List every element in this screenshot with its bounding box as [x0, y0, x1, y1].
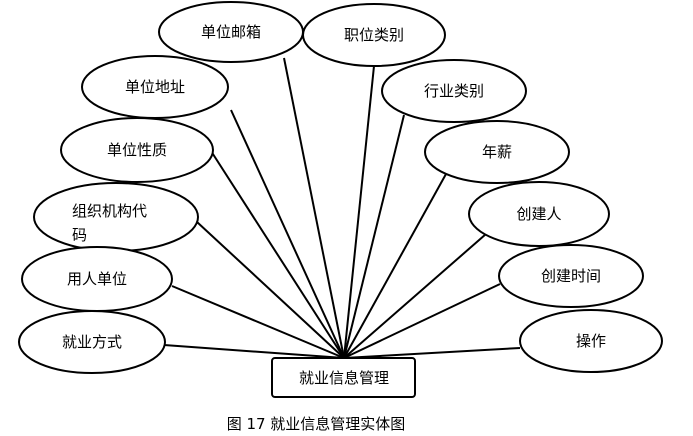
attribute-label: 创建人: [516, 205, 561, 223]
attribute-label: 单位邮箱: [201, 23, 261, 41]
connector-creator: [343, 233, 487, 359]
attribute-employment-type: 就业方式: [18, 310, 166, 374]
attribute-employer: 用人单位: [21, 246, 173, 312]
connector-annual-salary: [343, 173, 447, 359]
attribute-label: 就业方式: [62, 333, 122, 351]
connector-employer: [171, 285, 345, 359]
connector-unit-address: [230, 109, 345, 359]
connectors: [163, 57, 521, 359]
entity-label: 就业信息管理: [299, 369, 389, 387]
connector-employment-type: [163, 344, 345, 359]
connector-create-time: [343, 283, 501, 359]
attribute-job-category: 职位类别: [302, 3, 446, 67]
attribute-label: 操作: [576, 332, 606, 350]
connector-operation: [343, 347, 521, 359]
connector-unit-nature: [210, 150, 345, 359]
attribute-label: 创建时间: [541, 267, 601, 285]
attribute-unit-email: 单位邮箱: [158, 1, 304, 63]
attribute-label: 行业类别: [424, 82, 484, 100]
entity-employment-info: 就业信息管理: [271, 357, 416, 398]
attribute-creator: 创建人: [468, 181, 610, 247]
attribute-annual-salary: 年薪: [424, 120, 570, 184]
figure-caption: 图 17 就业信息管理实体图: [227, 415, 406, 433]
attribute-label-wrapped: 组织机构代码: [72, 202, 147, 244]
attribute-unit-address: 单位地址: [81, 55, 229, 119]
attribute-unit-nature: 单位性质: [60, 117, 214, 183]
attribute-label: 单位性质: [107, 141, 167, 159]
attribute-org-code: 组织机构代码: [33, 182, 199, 252]
attribute-create-time: 创建时间: [498, 244, 644, 308]
connector-unit-email: [283, 57, 345, 359]
connector-job-category: [343, 65, 375, 359]
attribute-operation: 操作: [519, 309, 663, 373]
attribute-label: 用人单位: [67, 270, 127, 288]
attribute-industry-category: 行业类别: [381, 59, 527, 123]
attribute-label: 职位类别: [344, 26, 404, 44]
connector-industry-category: [343, 114, 405, 359]
connector-org-code: [196, 221, 345, 359]
attribute-label: 单位地址: [125, 78, 185, 96]
attribute-label: 年薪: [482, 143, 512, 161]
